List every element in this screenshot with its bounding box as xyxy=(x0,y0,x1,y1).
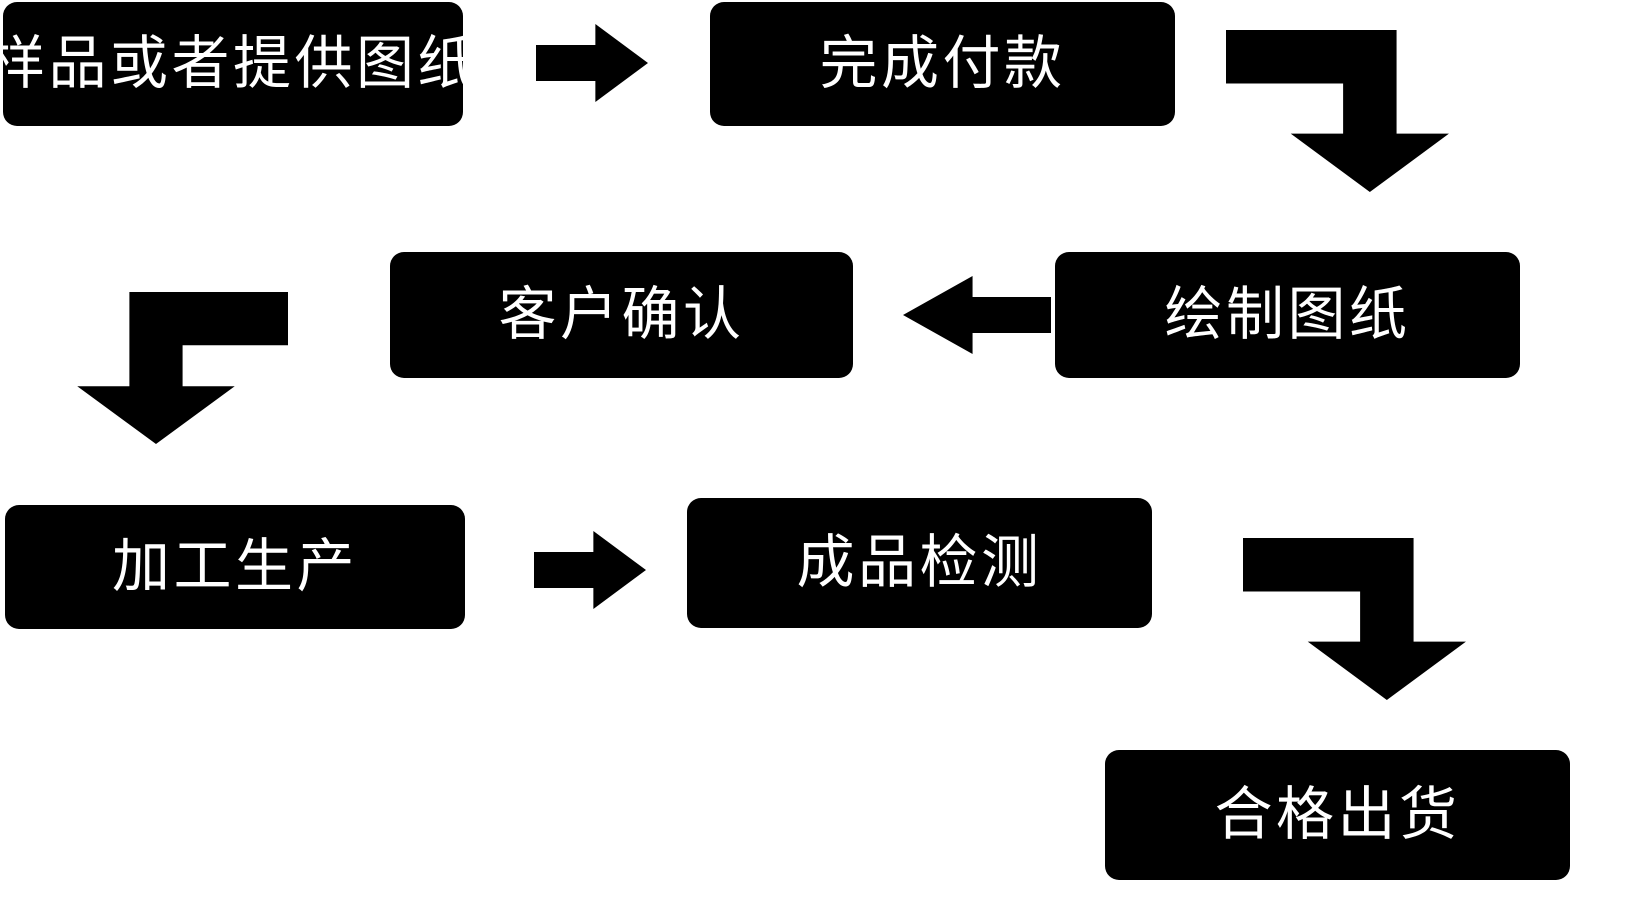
arrow-confirm-to-production-icon xyxy=(77,292,289,444)
arrow-payment-to-drawing-icon xyxy=(1226,30,1449,192)
arrow-sample-to-payment-icon xyxy=(536,24,648,102)
flow-node-label: 绘制图纸 xyxy=(1164,282,1411,347)
flow-node-sample-or-drawing[interactable]: 样品或者提供图纸 xyxy=(0,2,475,126)
flow-node-finished-inspection[interactable]: 成品检测 xyxy=(687,498,1152,628)
flow-node-customer-confirm[interactable]: 客户确认 xyxy=(390,252,853,378)
flow-node-production[interactable]: 加工生产 xyxy=(5,505,465,629)
flow-node-label: 样品或者提供图纸 xyxy=(0,31,479,96)
flow-node-qualified-shipment[interactable]: 合格出货 xyxy=(1105,750,1570,880)
arrow-drawing-to-confirm-icon xyxy=(903,276,1051,354)
flow-node-label: 加工生产 xyxy=(112,534,358,599)
flow-node-label: 合格出货 xyxy=(1214,782,1461,847)
flow-node-draw-drawing[interactable]: 绘制图纸 xyxy=(1055,252,1520,378)
flow-node-label: 成品检测 xyxy=(796,530,1043,595)
flow-node-label: 客户确认 xyxy=(498,282,745,347)
arrow-production-to-inspection-icon xyxy=(534,531,646,609)
arrow-inspection-to-shipment-icon xyxy=(1243,538,1466,700)
flow-node-complete-payment[interactable]: 完成付款 xyxy=(710,2,1175,126)
flow-node-label: 完成付款 xyxy=(819,31,1066,96)
